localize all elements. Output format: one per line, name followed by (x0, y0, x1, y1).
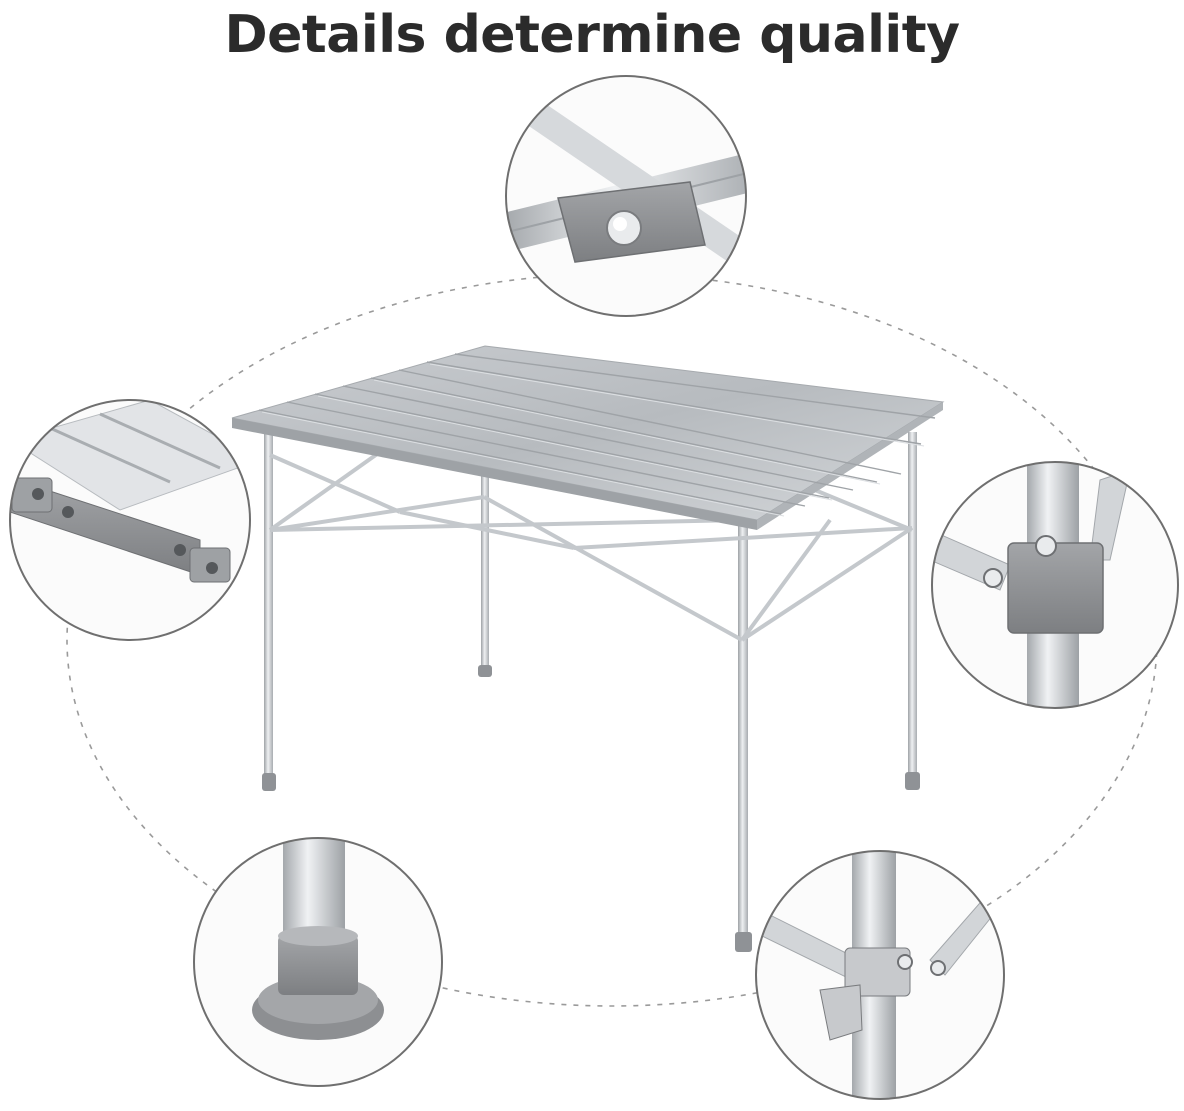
callout-slat-connector (9, 399, 251, 641)
table (231, 345, 945, 952)
callout-hinge-rivet (505, 75, 747, 317)
callout-cross-brace-clip (755, 850, 1005, 1100)
callout-foot-cap (193, 837, 443, 1087)
callout-leg-joint (931, 461, 1179, 709)
page-title: Details determine quality (224, 5, 960, 65)
